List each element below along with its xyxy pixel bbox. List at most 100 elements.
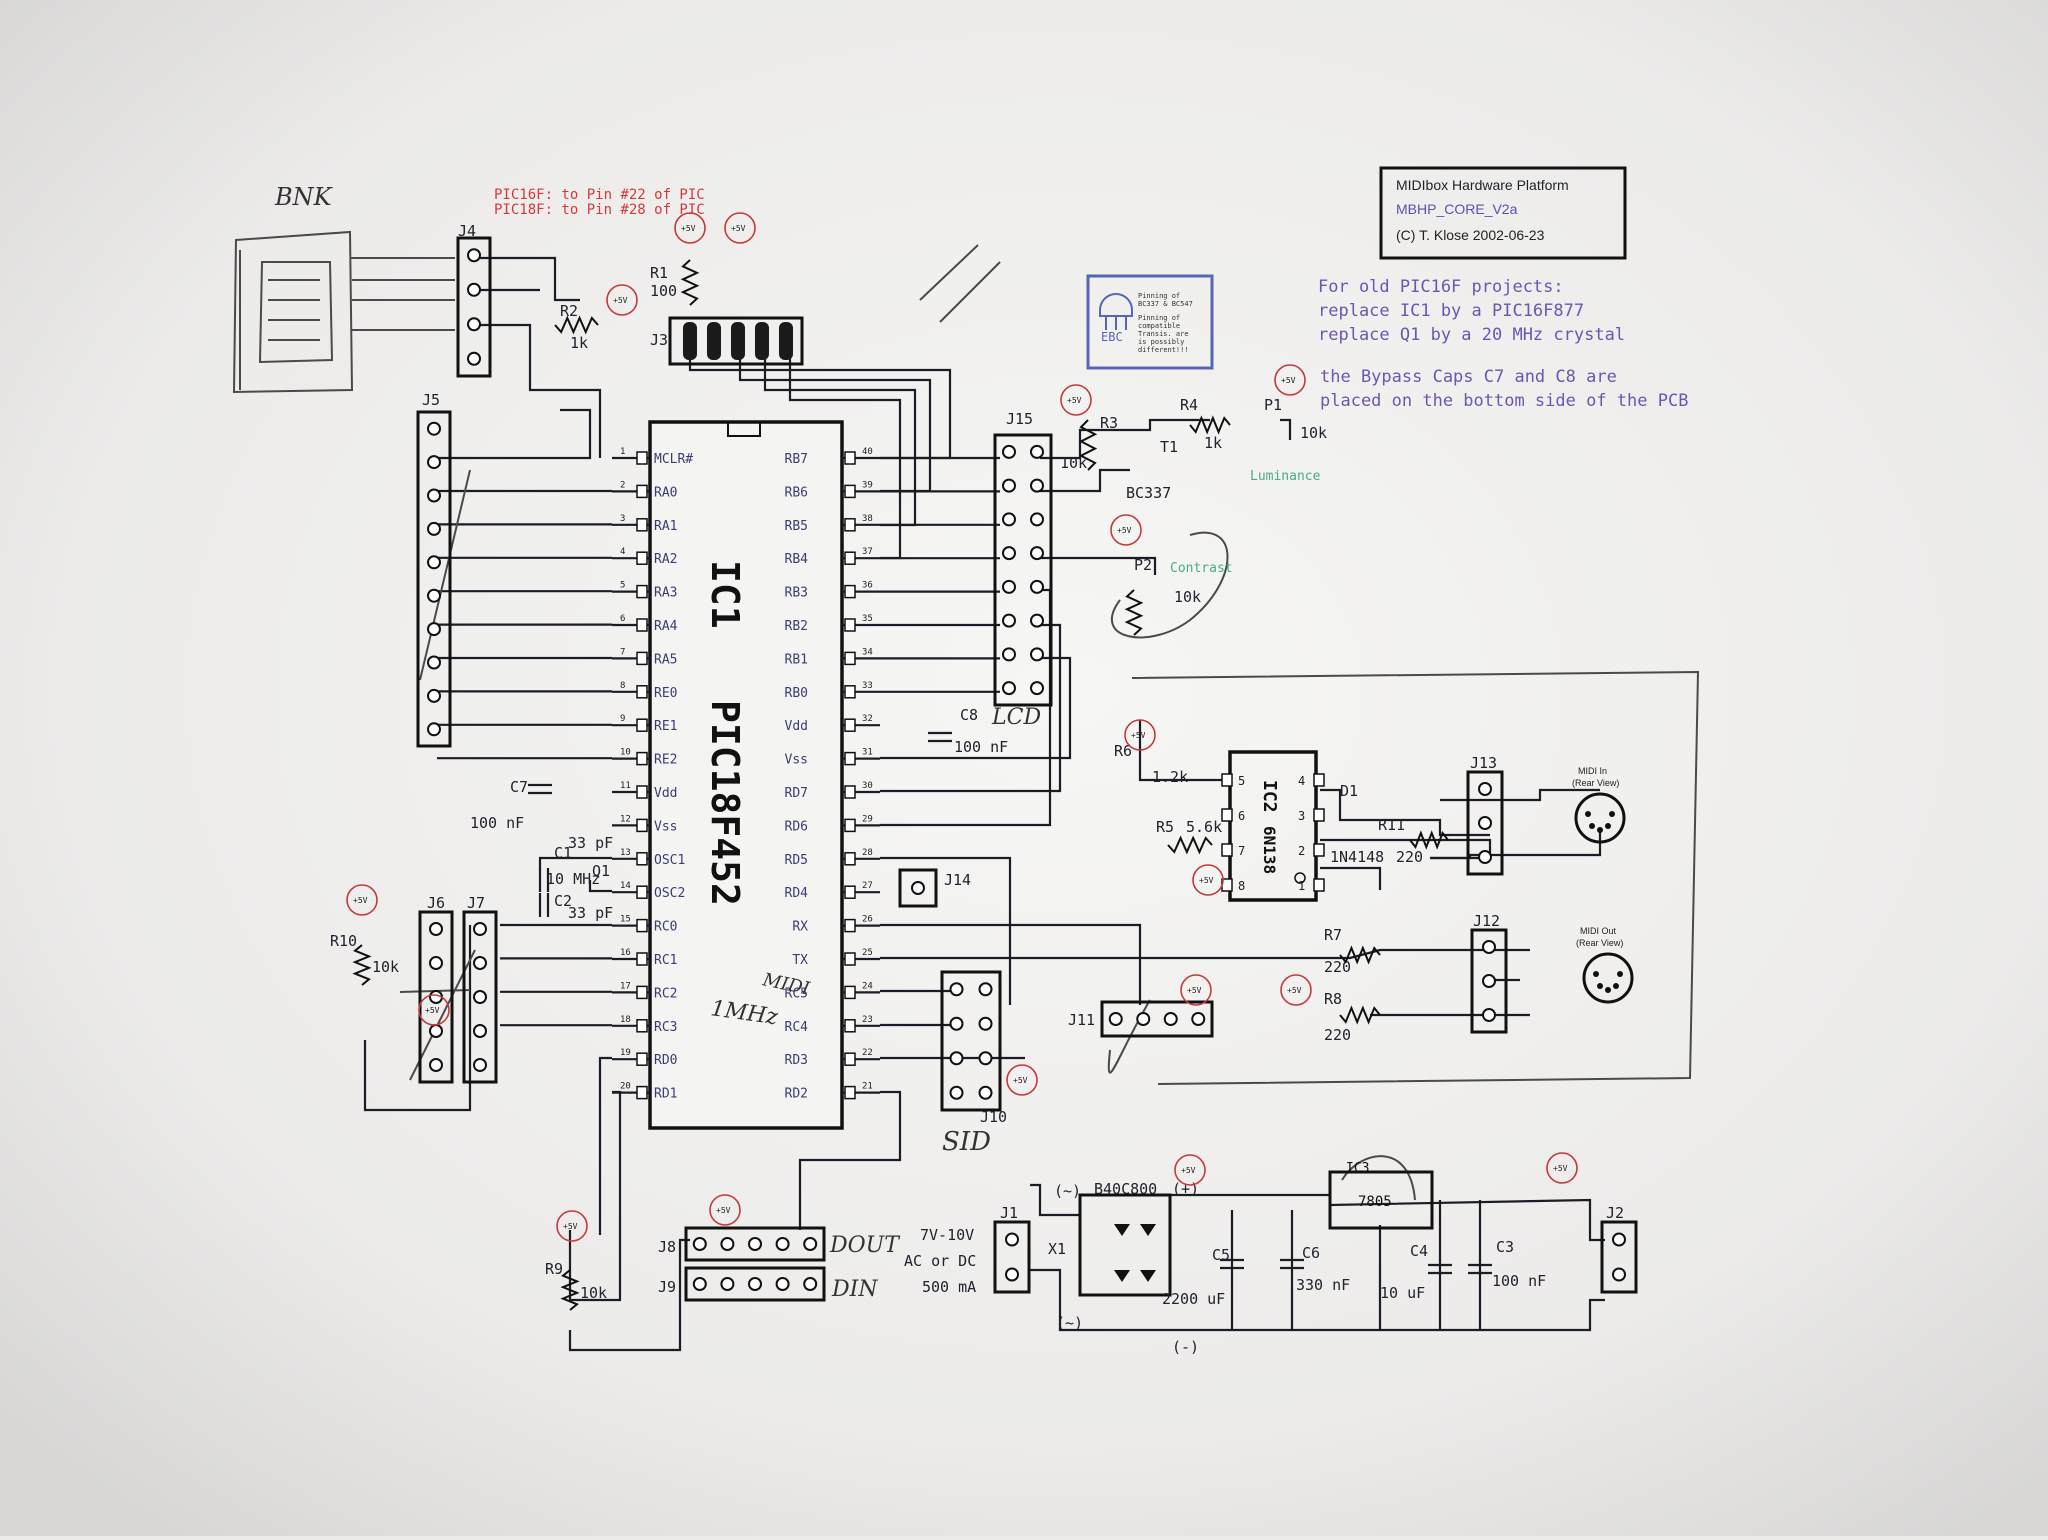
din-pin [1585, 811, 1591, 817]
plus5v-label: +5V [1131, 731, 1146, 740]
ic2-pad [1221, 808, 1233, 822]
pol-plus: (+) [1172, 1180, 1199, 1198]
ic1-pin-pad [844, 451, 856, 465]
red-note-line-2: PIC18F: to Pin #28 of PIC [494, 202, 705, 218]
ic2-part: 6N138 [1260, 826, 1279, 874]
ic1-pin-number: 21 [862, 1082, 873, 1092]
ic1-pin-pad [844, 785, 856, 799]
pinout-note-1: Pinning of [1138, 292, 1180, 300]
ic1-pin-number: 30 [862, 781, 873, 791]
plus5v-circle [556, 1210, 588, 1242]
ic1-pin-name: RD0 [654, 1053, 677, 1068]
ic1-pin-name: RB4 [785, 552, 809, 567]
connector-pin [427, 688, 441, 703]
capacitor-c4 [1428, 1263, 1452, 1275]
ic1-pin-name: RB3 [785, 586, 808, 601]
ic1-pin-pad [636, 484, 648, 499]
wire [1138, 720, 1230, 782]
j3-jumper [755, 322, 769, 360]
connector-pin [1002, 681, 1016, 696]
j3-jumper [779, 322, 793, 360]
pinout-note-4: compatible [1138, 322, 1180, 330]
connector-pin [1030, 512, 1044, 527]
ic1-pin-name: RB1 [785, 652, 808, 667]
resistor-r2 [554, 315, 599, 335]
ic1-pin-pad [636, 718, 648, 732]
resistor-r8 [1339, 1005, 1381, 1025]
plus5v-label: +5V [1117, 526, 1132, 535]
ic1-pin-pad [844, 751, 856, 766]
ic1-pin-name: RC3 [654, 1020, 677, 1035]
connector-j11-label: J11 [1068, 1011, 1095, 1029]
connector-pin [1030, 478, 1044, 493]
plus5v-label: +5V [1553, 1164, 1568, 1173]
ic1-pin-name: RD7 [785, 786, 808, 801]
ic1-pin-number: 32 [862, 714, 873, 724]
plus5v-circle [709, 1194, 741, 1226]
handwritten-lcd: LCD [991, 705, 1041, 730]
wire [588, 880, 612, 893]
r4-value: 1k [1204, 434, 1222, 452]
connector-pin [429, 1024, 443, 1038]
resistor-zigzag [1124, 589, 1144, 636]
connector-j11 [1100, 1000, 1214, 1038]
c6-value: 330 nF [1296, 1276, 1350, 1294]
ic1-pin-name: OSC1 [654, 853, 685, 868]
diode-symbol [1114, 1224, 1130, 1236]
ic1-pin-number: 8 [620, 681, 625, 691]
ic1-pin-name: RD2 [785, 1087, 808, 1102]
ic2-pin-number: 2 [1298, 844, 1305, 858]
din-ring [1582, 952, 1634, 1004]
din-pin [1605, 823, 1611, 829]
connector-pin [427, 521, 441, 536]
plus5v-circle [1274, 364, 1306, 396]
connector-j13-label: J13 [1470, 754, 1497, 772]
t1-value: BC337 [1126, 484, 1171, 502]
r3-ref: R3 [1100, 414, 1118, 432]
ic1-pin-name: RD3 [785, 1053, 808, 1068]
p1-value: 10k [1300, 424, 1327, 442]
ic1-pin-number: 7 [620, 647, 625, 657]
connector-pin [720, 1237, 735, 1251]
connector-pin [1002, 647, 1016, 662]
ic1-pin-name: RD6 [785, 819, 808, 834]
connector-pin [1163, 1012, 1178, 1026]
handwritten-sid: SID [942, 1127, 991, 1157]
connector-pin [978, 1016, 993, 1031]
pinout-note-2: BC337 & BC547 [1138, 300, 1193, 308]
ic1-pin-pad [844, 518, 856, 532]
ic1-pin-number: 38 [862, 514, 873, 524]
r11-value: 220 [1396, 848, 1423, 866]
plus5v-circle [1546, 1152, 1578, 1184]
ic1-pin-name: RB2 [785, 619, 808, 634]
capacitor-c3 [1468, 1263, 1492, 1275]
connector-j3 [668, 316, 804, 366]
note-old-projects-3: replace Q1 by a 20 MHz crystal [1318, 325, 1625, 345]
pinout-note-6: is possibly [1138, 338, 1184, 346]
ic1-pin-pad [844, 718, 856, 732]
ic1-pin-name: RA2 [654, 552, 677, 567]
ic1-pin-number: 4 [620, 547, 625, 557]
plus5v-circle [1192, 864, 1224, 896]
ic1-pin-number: 10 [620, 748, 631, 758]
ic1-pin-pad [636, 885, 648, 899]
ic2-body [1228, 750, 1318, 902]
connector-pin [978, 1085, 993, 1100]
wire [437, 408, 592, 460]
pol-ac-bottom: (~) [1056, 1314, 1083, 1332]
ic1-pin-number: 29 [862, 814, 873, 824]
din-ring [1574, 792, 1626, 844]
ic1-pin-name: Vdd [785, 719, 808, 734]
wire [1030, 1183, 1080, 1217]
connector-j7 [462, 910, 498, 1084]
wire [880, 588, 1052, 827]
bridge-rectifier-x1 [1078, 1193, 1172, 1297]
ic1-pin-pad [636, 584, 648, 599]
ic1-pin-name: RC2 [654, 986, 677, 1001]
ic1-pin-number: 20 [620, 1082, 631, 1092]
ic1-pin-pad [636, 952, 648, 966]
